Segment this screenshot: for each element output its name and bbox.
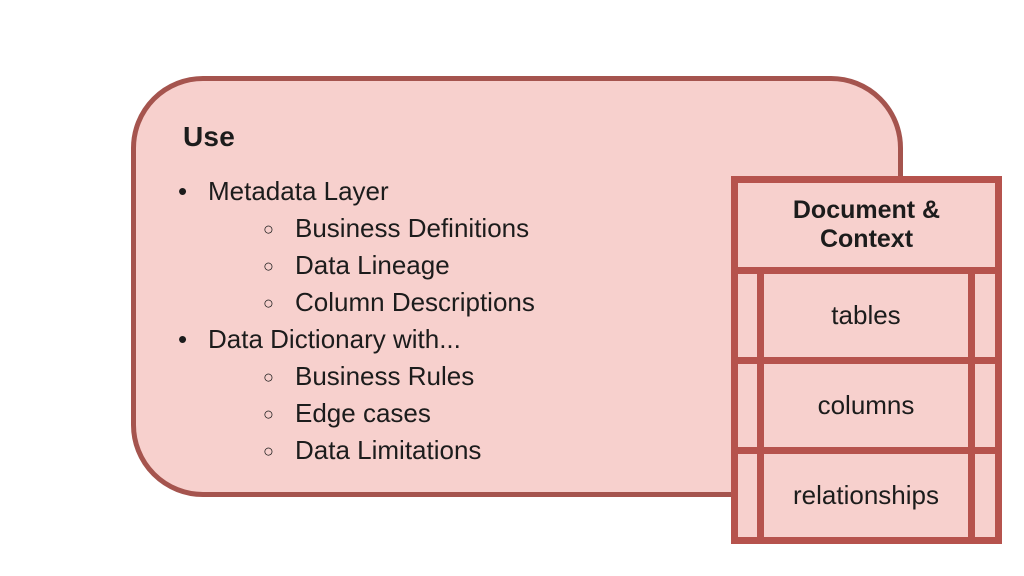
- table-spacer-cell: [975, 454, 995, 537]
- disc-bullet-icon: •: [178, 324, 188, 354]
- circle-bullet-icon: ○: [263, 219, 274, 239]
- table-row-label: columns: [764, 364, 968, 447]
- list-item: • Metadata Layer: [136, 173, 606, 210]
- table-spacer-cell: [738, 274, 757, 357]
- list-item-label: Data Dictionary with...: [208, 324, 461, 354]
- bullet-list: • Metadata Layer ○ Business Definitions …: [136, 173, 606, 469]
- circle-bullet-icon: ○: [263, 404, 274, 424]
- list-item-label: Metadata Layer: [208, 176, 389, 206]
- table-spacer-cell: [738, 364, 757, 447]
- circle-bullet-icon: ○: [263, 441, 274, 461]
- list-item: ○ Business Definitions: [136, 210, 606, 247]
- table-row-label: tables: [764, 274, 968, 357]
- list-item: • Data Dictionary with...: [136, 321, 606, 358]
- document-context-table: Document & Context tables columns relati…: [731, 176, 1002, 544]
- list-item: ○ Business Rules: [136, 358, 606, 395]
- list-item-label: Edge cases: [295, 398, 431, 428]
- table-spacer-cell: [975, 364, 995, 447]
- table-header: Document & Context: [738, 183, 995, 267]
- list-item-label: Data Lineage: [295, 250, 450, 280]
- list-item: ○ Edge cases: [136, 395, 606, 432]
- list-item: ○ Data Limitations: [136, 432, 606, 469]
- circle-bullet-icon: ○: [263, 293, 274, 313]
- list-item-label: Business Definitions: [295, 213, 530, 243]
- list-item: ○ Data Lineage: [136, 247, 606, 284]
- circle-bullet-icon: ○: [263, 256, 274, 276]
- circle-bullet-icon: ○: [263, 367, 274, 387]
- panel-heading: Use: [183, 121, 235, 152]
- table-spacer-cell: [738, 454, 757, 537]
- list-item-label: Data Limitations: [295, 435, 482, 465]
- table-row-label: relationships: [764, 454, 968, 537]
- disc-bullet-icon: •: [178, 176, 188, 206]
- use-panel: Use • Metadata Layer ○ Business Definiti…: [131, 76, 1002, 544]
- list-item-label: Column Descriptions: [295, 287, 535, 317]
- list-item: ○ Column Descriptions: [136, 284, 606, 321]
- list-item-label: Business Rules: [295, 361, 475, 391]
- table-spacer-cell: [975, 274, 995, 357]
